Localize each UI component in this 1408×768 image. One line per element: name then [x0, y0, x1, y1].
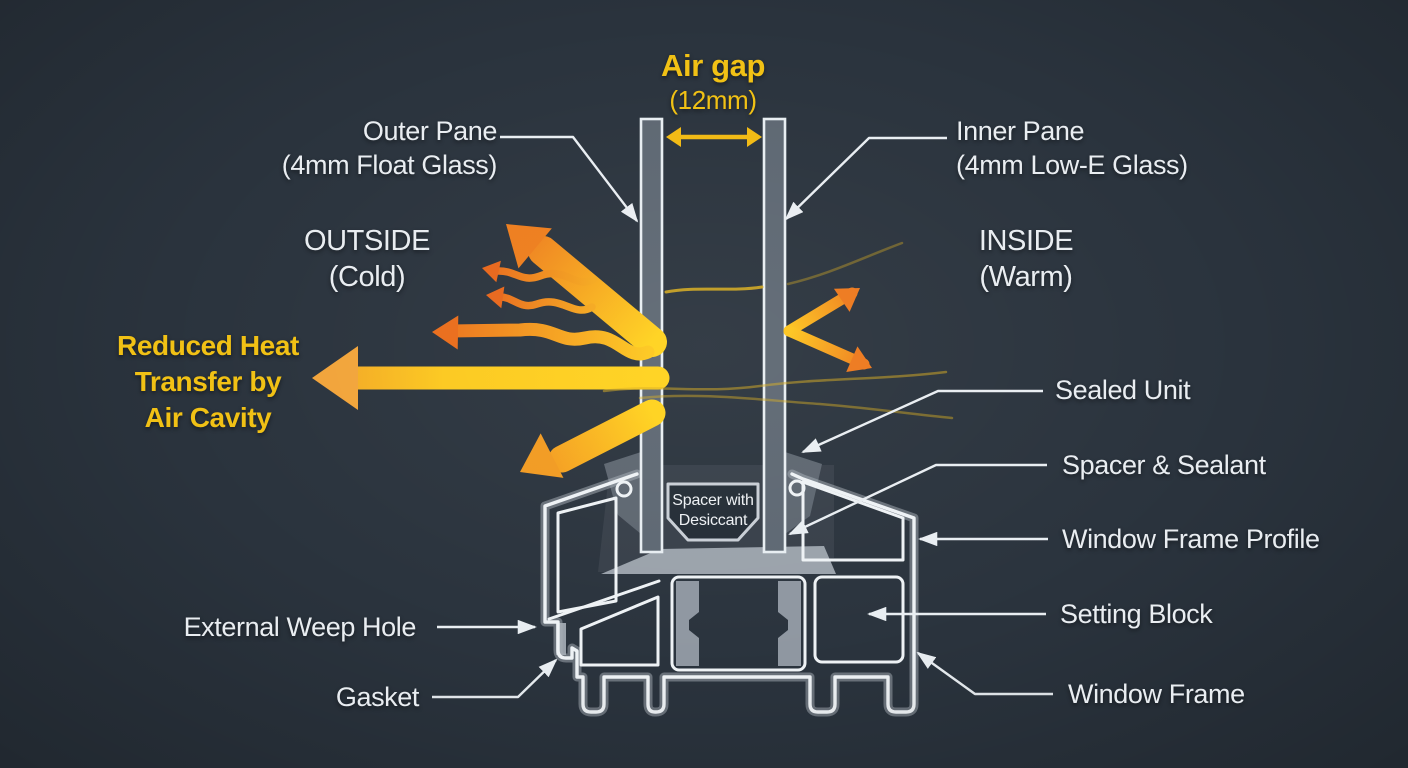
window-frame-label: Window Frame: [1068, 679, 1245, 709]
spacer-box: [666, 482, 760, 542]
reduced-heat-line2: Transfer by: [134, 366, 282, 397]
leader-window-frame: [916, 651, 1053, 696]
heat-arrow-wavy-small-1-head: [482, 260, 501, 283]
inner-pane-glass: [762, 117, 787, 554]
window-frame-profile-label: Window Frame Profile: [1062, 524, 1320, 554]
outside-zone-label: OUTSIDE (Cold): [303, 223, 431, 295]
glass-panes: [639, 117, 787, 554]
heat-arrow-up-left-head: [506, 224, 552, 269]
reduced-heat-line3: Air Cavity: [144, 402, 272, 433]
external-weep-hole-label: External Weep Hole: [183, 612, 417, 642]
heat-arrow-up-right-head: [833, 288, 860, 312]
outer-pane-label: Outer Pane (4mm Float Glass): [281, 114, 498, 182]
inside-label: INSIDE: [978, 225, 1074, 257]
leader-lines: [432, 135, 1053, 699]
leader-gasket: [432, 658, 558, 699]
frame-curl-left: [615, 480, 633, 498]
setting-block-left: [676, 581, 699, 666]
leader-spacer-sealant: [788, 463, 1047, 536]
inner-pane-name: Inner Pane: [956, 116, 1085, 146]
air-gap-size: (12mm): [669, 85, 757, 115]
outer-pane-spec: (4mm Float Glass): [281, 150, 498, 180]
heat-wave-upper: [664, 285, 764, 294]
leader-inner-pane: [784, 136, 947, 221]
frame-chamber-bottom-left: [579, 595, 660, 667]
outside-temp: (Cold): [328, 261, 406, 293]
spacer-sealant-label: Spacer & Sealant: [1062, 450, 1266, 480]
heat-arrow-down-left-head: [520, 433, 564, 478]
gasket-label: Gasket: [335, 682, 420, 712]
reduced-heat-note: Reduced Heat Transfer by Air Cavity: [117, 328, 299, 436]
heat-arrow-main-left-head: [312, 346, 358, 410]
heat-wave-lower-1: [602, 370, 948, 393]
heat-wave-upper-fade: [786, 241, 904, 286]
frame-chamber-center: [670, 575, 807, 672]
setting-block-label: Setting Block: [1060, 599, 1213, 629]
heat-waves: [602, 241, 954, 420]
heat-arrow-wavy-medium: [443, 322, 655, 361]
reduced-heat-line1: Reduced Heat: [117, 330, 299, 361]
outside-label: OUTSIDE: [303, 225, 431, 257]
spacer-desiccant-line1: Spacer with: [672, 492, 754, 509]
heat-arrow-down-right-head: [846, 346, 872, 373]
air-gap-title: Air gap: [661, 48, 765, 83]
inside-zone-label: INSIDE (Warm): [978, 223, 1074, 295]
spacer-desiccant-line2: Desiccant: [678, 512, 748, 529]
air-gap-dimension-arrow: [666, 127, 762, 147]
frame-chamber-left: [556, 496, 618, 614]
inside-temp: (Warm): [979, 261, 1073, 293]
frame-chamber-right: [813, 575, 905, 664]
leader-outer-pane: [500, 135, 639, 223]
inner-pane-spec: (4mm Low-E Glass): [956, 150, 1188, 180]
inner-pane-label: Inner Pane (4mm Low-E Glass): [956, 114, 1188, 182]
leader-sealed-unit: [801, 389, 1043, 454]
frame-diagonal-rib: [547, 579, 661, 621]
heat-arrow-wavy-small-2: [496, 293, 596, 314]
heat-arrows-inside: [783, 287, 872, 373]
frame-outline: [543, 472, 916, 714]
heat-arrow-wavy-small-1: [493, 267, 598, 286]
heat-arrow-wavy-medium-head: [432, 315, 459, 350]
heat-arrow-up-left: [528, 236, 667, 357]
heat-arrow-down-left: [548, 399, 666, 473]
frame-curl-right: [788, 479, 806, 497]
heat-wave-lower-2: [638, 394, 954, 420]
heat-arrow-wavy-small-2-head: [486, 286, 505, 309]
heat-arrow-down-right: [783, 325, 870, 370]
setting-block-right: [778, 581, 801, 666]
outer-pane-name: Outer Pane: [362, 116, 497, 146]
spacer-desiccant-label: Spacer with Desiccant: [672, 491, 754, 531]
sealed-unit-label: Sealed Unit: [1055, 375, 1191, 405]
heat-arrows-outside: [312, 224, 670, 478]
